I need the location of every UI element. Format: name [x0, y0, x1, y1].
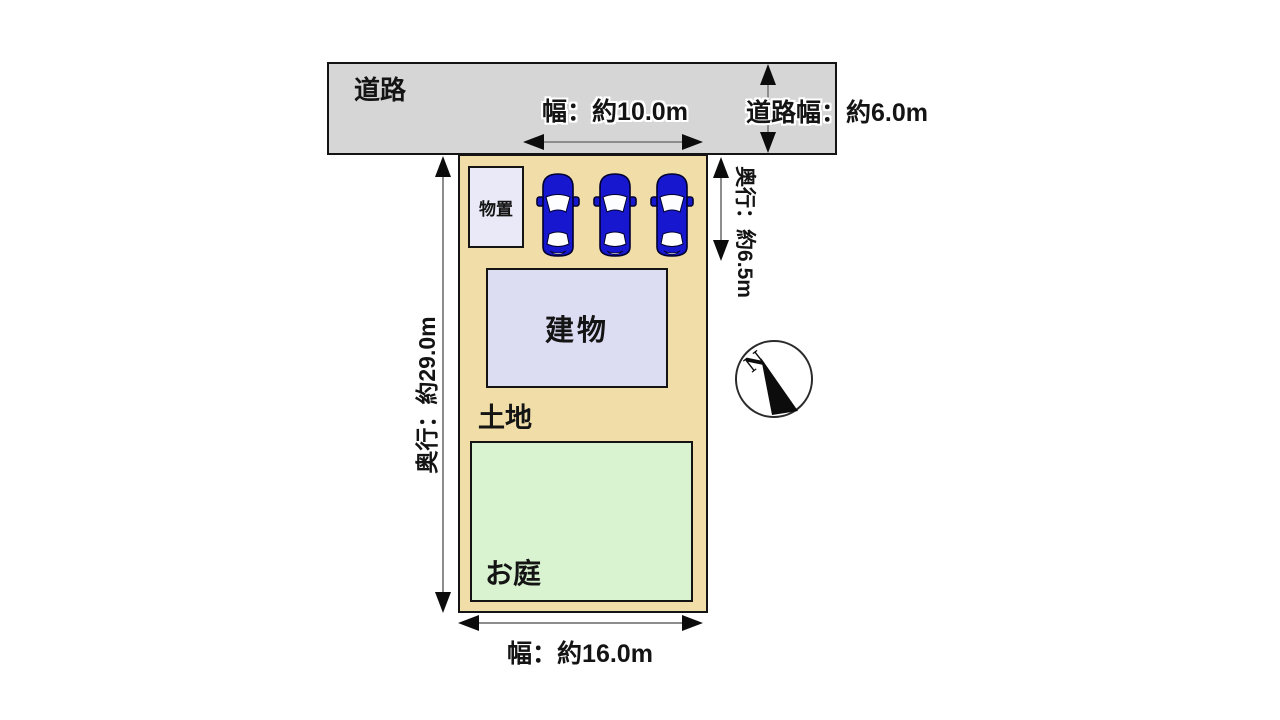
shed-label: 物置	[479, 199, 513, 219]
car-icon	[593, 173, 637, 257]
dimension-line	[720, 160, 722, 258]
land-label: 土地	[478, 403, 532, 433]
garden: お庭	[470, 441, 693, 602]
arrow-up-icon	[760, 64, 776, 85]
arrow-up-icon	[713, 157, 729, 178]
frontage-width-label: 幅：約10.0m	[542, 98, 688, 126]
arrow-left-icon	[458, 615, 479, 631]
arrow-up-icon	[435, 156, 451, 177]
arrow-right-icon	[682, 134, 703, 150]
dimension-line	[767, 67, 769, 150]
car-icon	[650, 173, 694, 257]
road-area: 道路	[327, 62, 837, 155]
arrow-down-icon	[713, 240, 729, 261]
compass: N	[735, 340, 813, 418]
garden-label: お庭	[485, 558, 542, 589]
compass-needle-icon	[761, 358, 798, 415]
road-width-arrow	[759, 64, 777, 153]
building: 建物	[486, 268, 668, 388]
parking-depth-label: 奥行：約6.5m	[733, 166, 756, 298]
building-label: 建物	[544, 315, 609, 347]
road-width-label: 道路幅：約6.0m	[746, 99, 928, 127]
lot-depth-arrow	[434, 156, 452, 613]
road-label: 道路	[354, 75, 407, 105]
arrow-right-icon	[682, 615, 703, 631]
dimension-line	[442, 159, 444, 610]
lot-width-arrow	[458, 614, 703, 632]
frontage-width-arrow	[523, 133, 703, 151]
car-icon	[536, 173, 580, 257]
arrow-down-icon	[435, 592, 451, 613]
dimension-line	[526, 141, 700, 143]
lot-width-label: 幅：約16.0m	[507, 640, 653, 668]
lot-depth-label: 奥行：約29.0m	[414, 316, 440, 474]
dimension-line	[461, 622, 700, 624]
arrow-down-icon	[760, 132, 776, 153]
parking-depth-arrow	[712, 157, 730, 261]
shed: 物置	[468, 166, 524, 248]
arrow-left-icon	[523, 134, 544, 150]
